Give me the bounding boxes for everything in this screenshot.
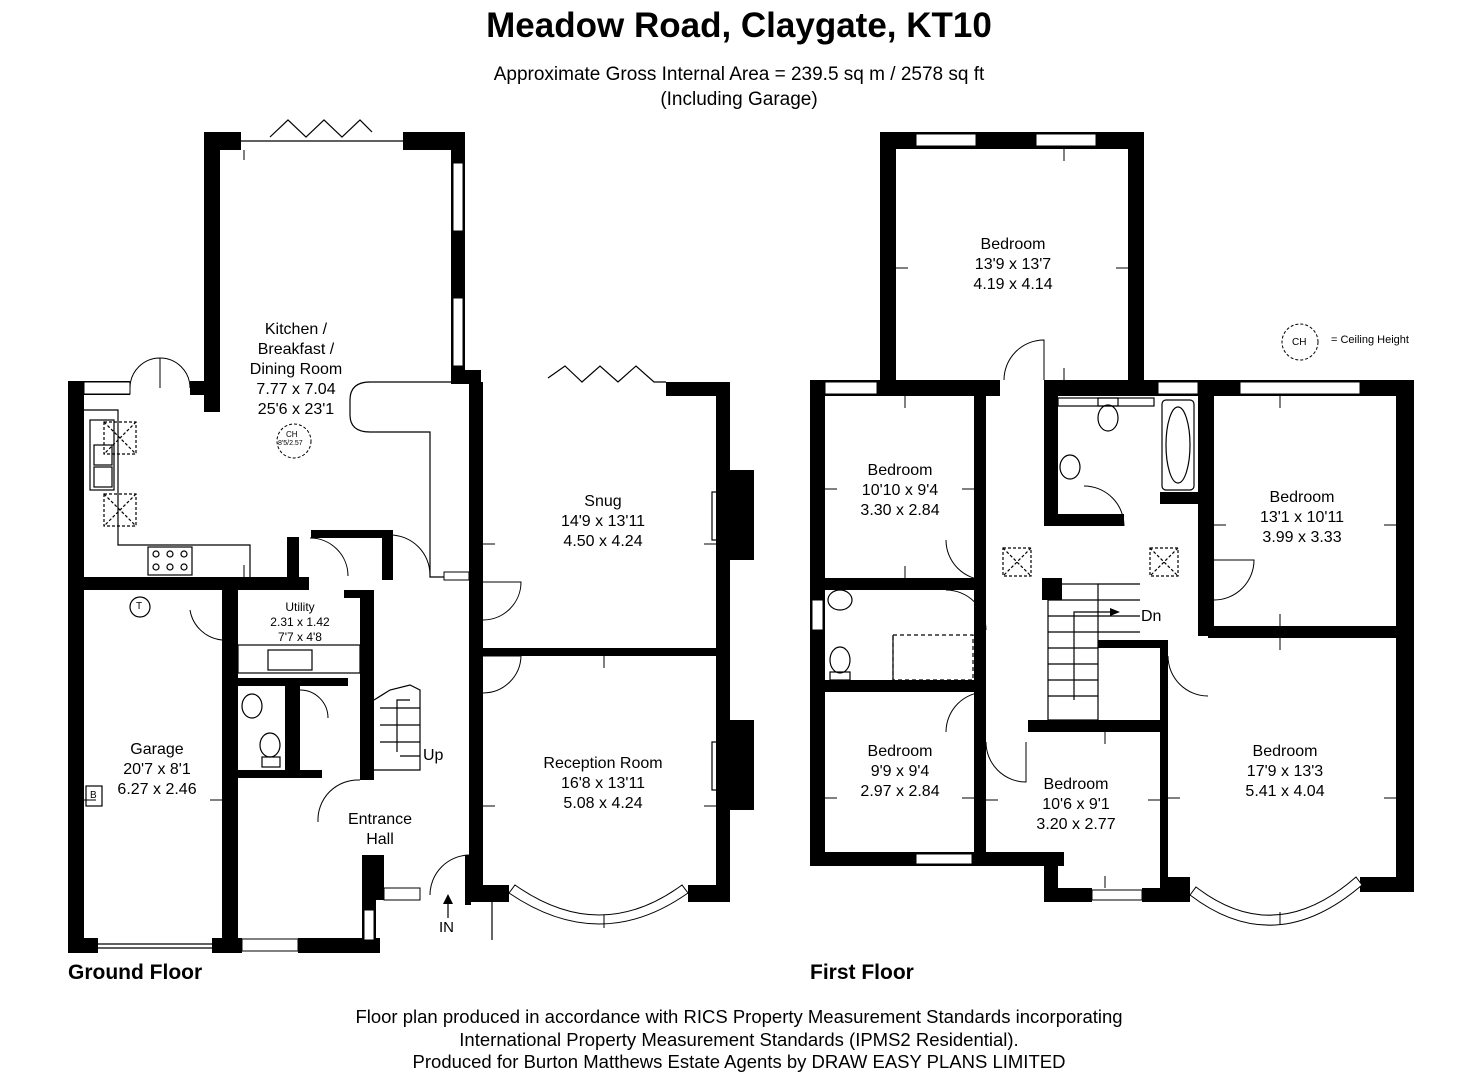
area-note: (Including Garage): [660, 89, 818, 110]
footer-line: International Property Measurement Stand…: [459, 1028, 1019, 1050]
thermostat-symbol: T: [136, 601, 143, 612]
boiler-symbol: B: [90, 790, 97, 801]
room-kitchen-breakfast-dining: Kitchen / Breakfast / Dining Room 7.77 x…: [249, 321, 343, 418]
ceiling-height-legend-text: = Ceiling Height: [1331, 334, 1409, 346]
room-utility: Utility 2.31 x 1.42 7'7 x 4'8: [270, 600, 330, 644]
room-bedroom-lower-left: Bedroom 9'9 x 9'4 2.97 x 2.84: [860, 743, 940, 800]
stairs-down-label: Dn: [1141, 608, 1162, 625]
gross-internal-area: Approximate Gross Internal Area = 239.5 …: [0, 62, 1478, 112]
footer-line: Floor plan produced in accordance with R…: [355, 1006, 1123, 1027]
room-reception: Reception Room 16'8 x 13'11 5.08 x 4.24: [543, 755, 663, 812]
ceiling-height-legend-symbol: CH: [1292, 337, 1307, 348]
ceiling-height-symbol: CH: [286, 430, 298, 439]
first-floor-label: First Floor: [810, 961, 914, 984]
entry-in-label: IN: [439, 919, 454, 936]
room-bedroom-top: Bedroom 13'9 x 13'7 4.19 x 4.14: [973, 236, 1053, 293]
room-bedroom-left: Bedroom 10'10 x 9'4 3.30 x 2.84: [860, 462, 940, 519]
room-garage: Garage 20'7 x 8'1 6.27 x 2.46: [117, 741, 197, 798]
plan-title: Meadow Road, Claygate, KT10: [486, 6, 992, 45]
room-bedroom-lower-right: Bedroom 17'9 x 13'3 5.41 x 4.04: [1245, 743, 1325, 800]
footer-notes: Floor plan produced in accordance with R…: [0, 1006, 1478, 1074]
room-bedroom-right: Bedroom 13'1 x 10'11 3.99 x 3.33: [1259, 489, 1345, 546]
footer-credit: Produced for Burton Matthews Estate Agen…: [412, 1051, 1066, 1072]
ground-floor-label: Ground Floor: [68, 961, 203, 984]
first-floor-walls: [810, 132, 1414, 902]
first-floor-details: [811, 133, 1396, 926]
stairs-up-label: Up: [423, 747, 444, 764]
area-line: Approximate Gross Internal Area = 239.5 …: [493, 64, 985, 85]
room-bedroom-lower-middle: Bedroom 10'6 x 9'1 3.20 x 2.77: [1036, 776, 1116, 833]
room-entrance-hall: Entrance Hall: [347, 811, 413, 848]
ceiling-height-value: 8'5/2.57: [278, 440, 303, 447]
room-snug: Snug 14'9 x 13'11 4.50 x 4.24: [560, 493, 646, 550]
ground-floor-details: [83, 119, 741, 952]
